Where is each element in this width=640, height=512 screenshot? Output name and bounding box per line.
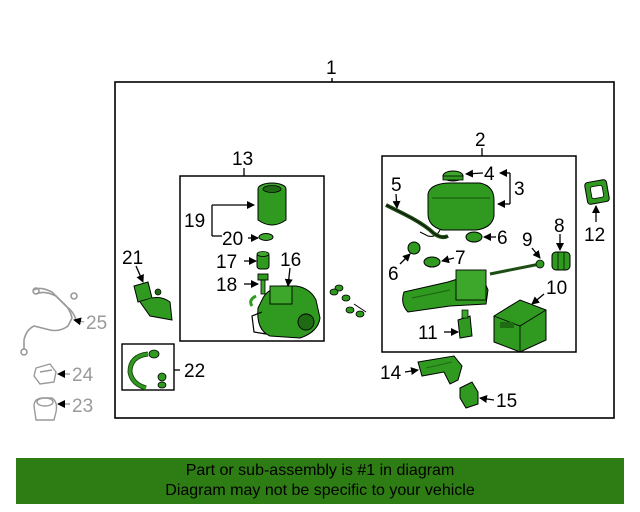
callout-23: 23 xyxy=(72,396,93,417)
callout-6b: 6 xyxy=(388,264,399,285)
part-15-mount xyxy=(459,381,479,409)
callout-22: 22 xyxy=(184,361,205,382)
callout-12: 12 xyxy=(584,225,605,246)
part-6-grommet-a xyxy=(465,231,483,243)
part-19-canister xyxy=(257,182,287,226)
parts-diagram: 1 2 3 4 5 6 6 7 8 9 10 11 12 13 14 15 16… xyxy=(20,58,615,421)
part-6-grommet-b xyxy=(407,241,421,255)
callout-7: 7 xyxy=(455,248,466,269)
callout-13: 13 xyxy=(232,149,253,170)
master-cylinder-body xyxy=(402,269,489,313)
callout-5: 5 xyxy=(391,175,402,196)
callout-6a: 6 xyxy=(497,228,508,249)
callout-18: 18 xyxy=(216,275,237,296)
part-20-ring xyxy=(258,233,274,241)
subassembly-13-frame xyxy=(179,175,325,342)
callout-20: 20 xyxy=(222,229,243,250)
callout-21: 21 xyxy=(122,248,143,269)
callout-1: 1 xyxy=(326,58,337,79)
part-25-wire-harness xyxy=(20,287,78,356)
subassembly-2-frame xyxy=(381,155,577,353)
banner-line-1: Part or sub-assembly is #1 in diagram xyxy=(185,462,455,479)
part-8-boot xyxy=(551,251,571,271)
callout-14: 14 xyxy=(380,363,402,384)
part-9-pushrod xyxy=(489,259,545,276)
info-banner: Part or sub-assembly is #1 in diagram Di… xyxy=(16,458,624,504)
part-3-reservoir xyxy=(419,182,495,237)
part-18-bolt xyxy=(257,273,269,295)
part-23-cover xyxy=(33,397,58,421)
part-22-frame xyxy=(121,343,175,391)
callout-2: 2 xyxy=(475,130,486,151)
part-14-bracket xyxy=(417,355,463,385)
part-4-cap xyxy=(442,170,464,182)
callout-3: 3 xyxy=(514,179,525,200)
callout-17: 17 xyxy=(216,252,237,273)
callout-9: 9 xyxy=(522,230,533,251)
part-12-gasket xyxy=(584,179,610,205)
part-17-cylinder xyxy=(256,251,270,270)
callout-15: 15 xyxy=(496,391,517,412)
callout-19: 19 xyxy=(184,211,205,232)
leader-lines xyxy=(57,169,600,408)
part-24-connector xyxy=(33,363,57,385)
part-21-bracket xyxy=(133,281,173,321)
part-16-pump-assembly xyxy=(249,285,321,339)
part-7-grommet xyxy=(423,256,441,268)
small-fittings xyxy=(329,284,367,318)
part-22-pipe xyxy=(127,349,167,391)
part-10-module xyxy=(493,299,547,353)
part-11-sensor xyxy=(457,309,473,339)
callout-10: 10 xyxy=(546,278,567,299)
callout-8: 8 xyxy=(554,216,565,237)
callout-24: 24 xyxy=(72,365,94,386)
callout-25: 25 xyxy=(86,313,107,334)
callout-11: 11 xyxy=(418,323,438,344)
banner-line-2: Diagram may not be specific to your vehi… xyxy=(165,482,475,499)
callout-4: 4 xyxy=(484,164,495,185)
assembly-frame xyxy=(114,81,615,419)
callout-16: 16 xyxy=(280,250,301,271)
